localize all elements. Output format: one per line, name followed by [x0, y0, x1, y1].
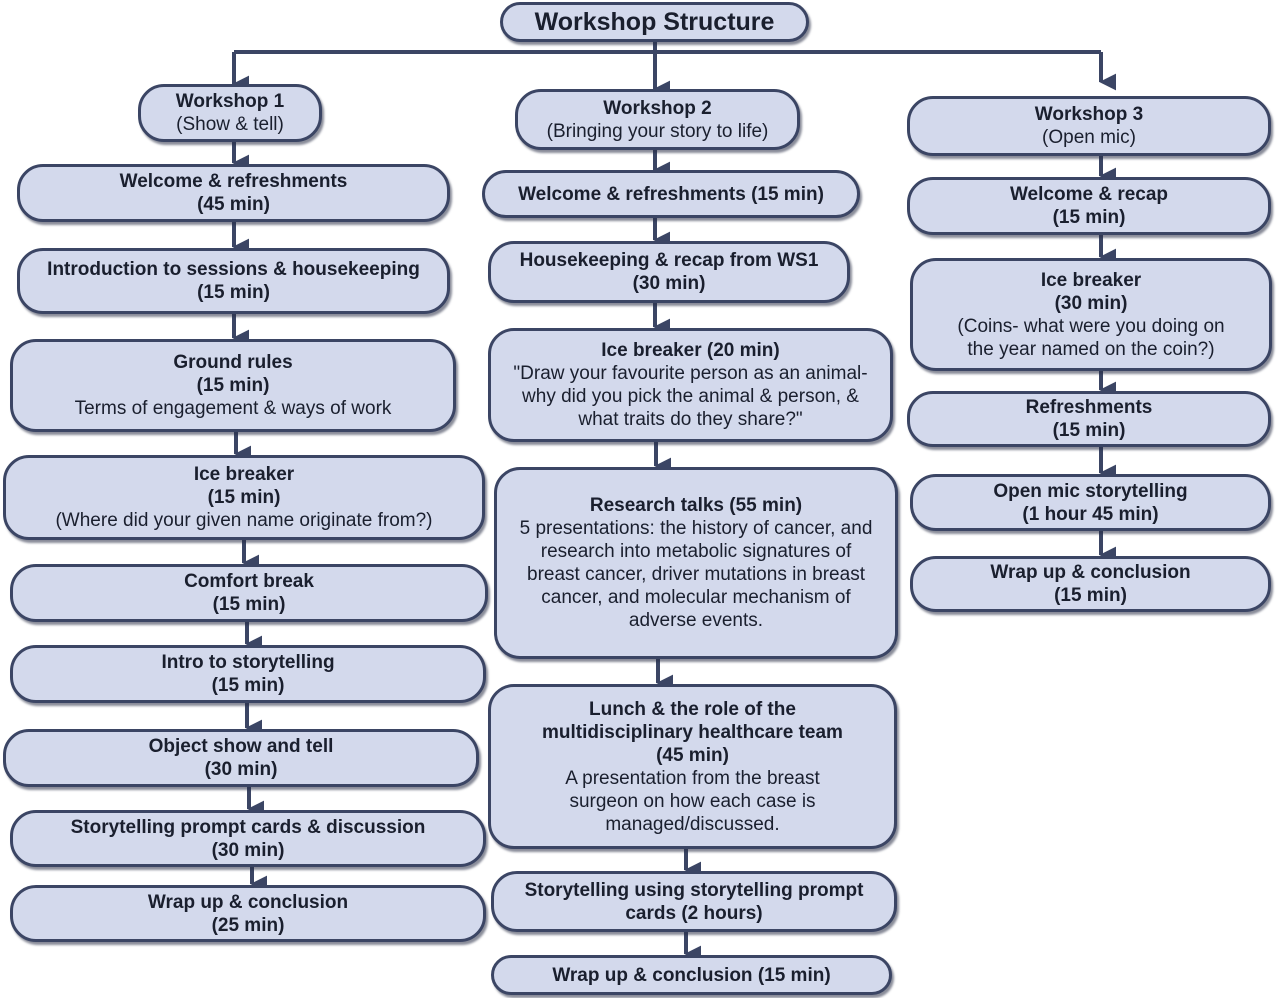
- step-duration: (15 min): [1052, 207, 1126, 228]
- step-title: Ice breaker: [1040, 269, 1142, 291]
- ws1-step-welcome: Welcome & refreshments (45 min): [17, 164, 450, 222]
- ws2-step-welcome: Welcome & refreshments (15 min): [482, 170, 860, 218]
- workshop1-name: Workshop 1: [175, 91, 285, 112]
- step-duration: (45 min): [656, 744, 729, 766]
- step-title: Ice breaker: [193, 464, 295, 485]
- workshop2-subtitle: (Bringing your story to life): [546, 120, 769, 142]
- step-title: Open mic storytelling: [993, 480, 1188, 502]
- ws1-step-ice-breaker: Ice breaker (15 min) (Where did your giv…: [3, 455, 485, 540]
- step-title: Storytelling prompt cards & discussion: [70, 816, 426, 838]
- ws3-step-open-mic: Open mic storytelling (1 hour 45 min): [910, 474, 1271, 531]
- step-duration: (15 min): [212, 594, 286, 615]
- workshop3-subtitle: (Open mic): [1042, 127, 1136, 148]
- step-duration: (15 min): [207, 487, 281, 508]
- workshop1-subtitle: (Show & tell): [176, 114, 284, 135]
- step-note: 5 presentations: the history of cancer, …: [519, 518, 873, 631]
- step-title: Wrap up & conclusion (15 min): [552, 964, 831, 986]
- step-title: Comfort break: [184, 571, 314, 592]
- ws2-step-ice-breaker: Ice breaker (20 min) "Draw your favourit…: [488, 328, 893, 442]
- workshop1-header: Workshop 1 (Show & tell): [138, 84, 322, 142]
- ws1-step-intro-storytelling: Intro to storytelling (15 min): [10, 645, 486, 703]
- step-title: Introduction to sessions & housekeeping: [47, 259, 420, 280]
- step-title: Housekeeping & recap from WS1: [519, 250, 819, 271]
- step-title: Wrap up & conclusion: [990, 562, 1191, 583]
- step-title: Welcome & refreshments (15 min): [518, 183, 824, 205]
- step-title: Wrap up & conclusion: [147, 891, 349, 913]
- diagram-title: Workshop Structure: [500, 2, 809, 42]
- workshop3-header: Workshop 3 (Open mic): [907, 96, 1271, 156]
- step-title: Welcome & refreshments: [119, 171, 348, 192]
- ws1-step-object-show-tell: Object show and tell (30 min): [3, 729, 479, 787]
- step-duration: (15 min): [196, 375, 270, 396]
- ws1-step-ground-rules: Ground rules (15 min) Terms of engagemen…: [10, 339, 456, 432]
- step-duration: (15 min): [1054, 585, 1127, 606]
- step-duration: (30 min): [211, 839, 285, 861]
- step-duration: (30 min): [632, 273, 706, 294]
- ws2-step-housekeeping: Housekeeping & recap from WS1 (30 min): [488, 241, 850, 303]
- step-title: Refreshments: [1025, 397, 1153, 418]
- ws2-step-lunch: Lunch & the role of the multidisciplinar…: [488, 684, 897, 849]
- ws3-step-wrap-up: Wrap up & conclusion (15 min): [910, 556, 1271, 612]
- step-duration: (45 min): [197, 194, 270, 215]
- workshop3-name: Workshop 3: [1034, 104, 1144, 125]
- step-duration: (15 min): [197, 282, 270, 303]
- step-note: Terms of engagement & ways of work: [74, 398, 392, 419]
- step-note: (Coins- what were you doing on the year …: [957, 315, 1225, 360]
- step-duration: (30 min): [204, 759, 278, 780]
- step-title: Welcome & recap: [1009, 184, 1169, 205]
- step-title: Intro to storytelling: [161, 652, 335, 673]
- step-title: Ground rules: [173, 352, 293, 373]
- ws2-step-wrap-up: Wrap up & conclusion (15 min): [491, 955, 892, 995]
- ws2-step-storytelling-cards: Storytelling using storytelling prompt c…: [491, 871, 897, 932]
- ws1-step-prompt-cards: Storytelling prompt cards & discussion (…: [10, 810, 486, 867]
- step-title: Storytelling using storytelling prompt c…: [524, 879, 864, 924]
- workshop2-name: Workshop 2: [603, 97, 712, 119]
- ws3-step-ice-breaker: Ice breaker (30 min) (Coins- what were y…: [910, 258, 1272, 371]
- ws3-step-welcome: Welcome & recap (15 min): [907, 177, 1271, 235]
- step-title: Lunch & the role of the multidisciplinar…: [542, 698, 843, 743]
- step-duration: (30 min): [1054, 292, 1128, 314]
- step-note: "Draw your favourite person as an animal…: [513, 363, 868, 430]
- ws1-step-introduction: Introduction to sessions & housekeeping …: [17, 248, 450, 314]
- step-duration: (1 hour 45 min): [1022, 503, 1159, 525]
- step-note: A presentation from the breast surgeon o…: [565, 767, 820, 835]
- step-title: Object show and tell: [148, 736, 334, 757]
- ws1-step-comfort-break: Comfort break (15 min): [10, 564, 488, 622]
- step-duration: (15 min): [1052, 420, 1126, 441]
- step-duration: (25 min): [211, 914, 285, 936]
- title-text: Workshop Structure: [534, 7, 775, 36]
- ws3-step-refreshments: Refreshments (15 min): [907, 391, 1271, 447]
- ws1-step-wrap-up: Wrap up & conclusion (25 min): [10, 885, 486, 942]
- step-duration: (15 min): [211, 675, 285, 696]
- step-title: Research talks (55 min): [589, 495, 803, 516]
- ws2-step-research-talks: Research talks (55 min) 5 presentations:…: [494, 467, 898, 659]
- step-note: (Where did your given name originate fro…: [55, 510, 433, 531]
- step-title: Ice breaker (20 min): [601, 340, 780, 361]
- workshop2-header: Workshop 2 (Bringing your story to life): [515, 89, 800, 150]
